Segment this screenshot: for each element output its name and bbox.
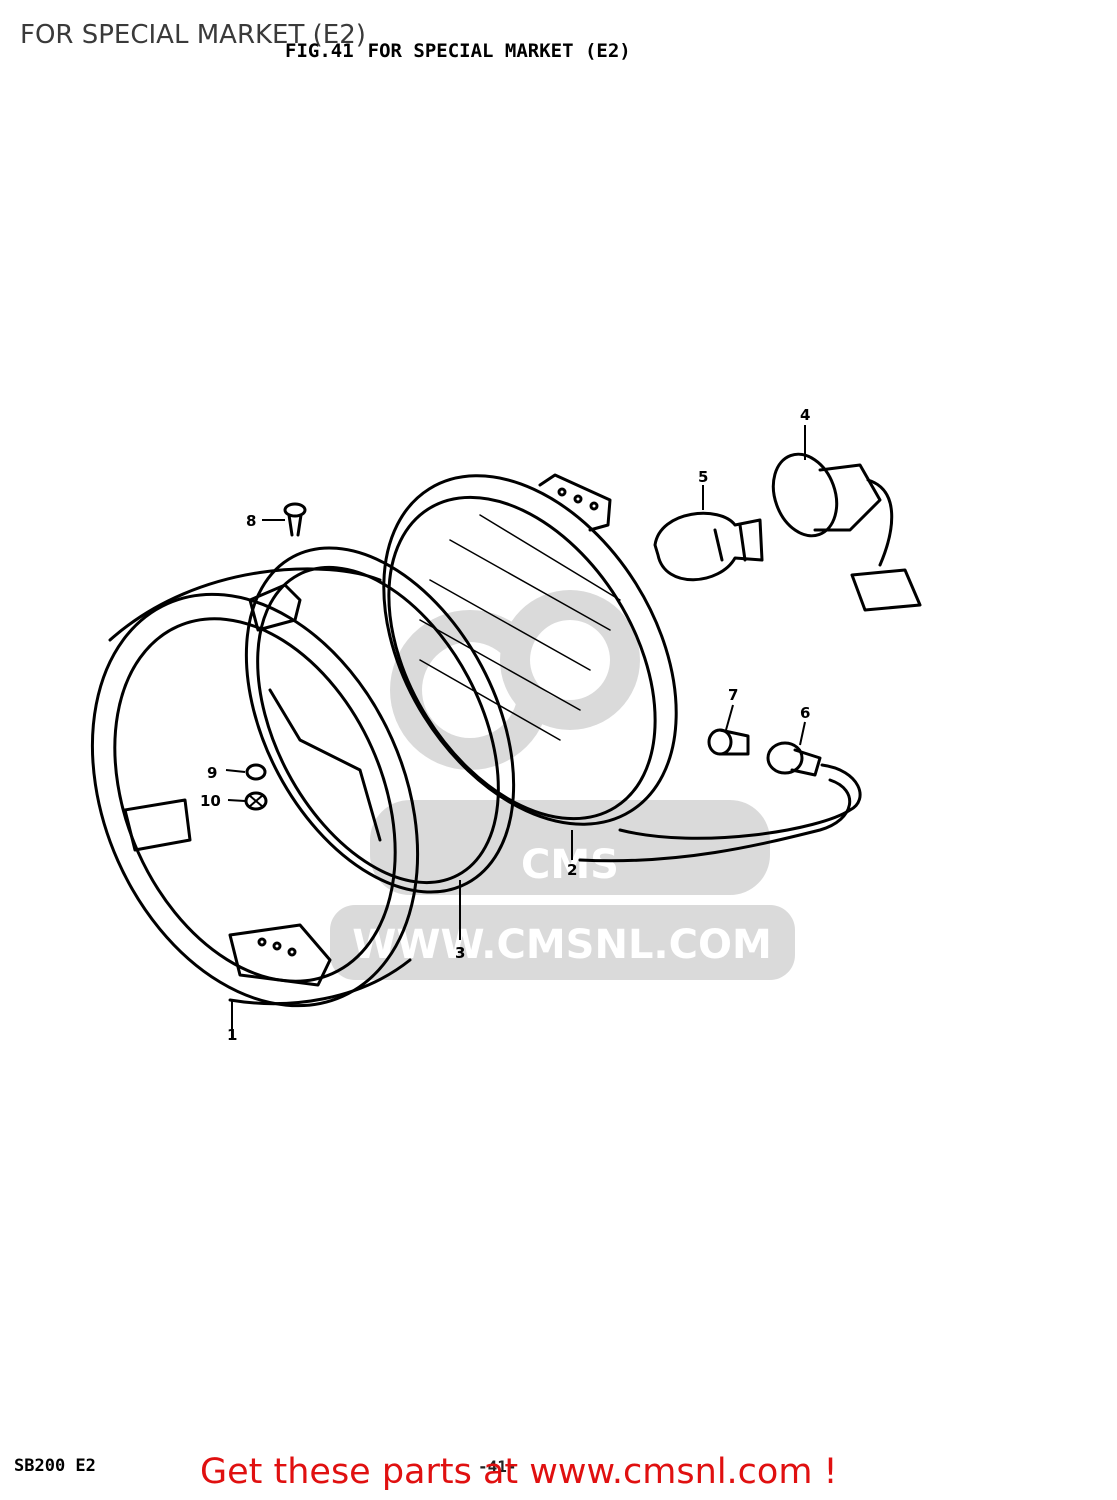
model-code: SB200 E2 [14,1456,96,1476]
callout-5: 5 [698,468,708,486]
callout-2: 2 [567,861,577,879]
callout-10: 10 [200,792,221,810]
nut [245,763,267,781]
watermark-url: WWW.CMSNL.COM [352,922,772,968]
headlight-bulb [653,511,764,582]
rim-screw [283,502,307,537]
callout-9: 9 [207,764,217,782]
figure-title-text: FOR SPECIAL MARKET (E2) [367,40,631,62]
callout-leaders [225,425,806,1040]
callout-7: 7 [728,686,738,704]
callout-1: 1 [227,1026,237,1044]
watermark-logo-text: CMS [521,842,619,888]
page-number: -41- [478,1457,517,1476]
overlay-title: FOR SPECIAL MARKET (E2) [20,20,366,50]
figure-label: FIG.41 [285,40,354,62]
cmsnl-watermark: CMS WWW.CMSNL.COM [330,590,795,980]
pilot-bulb [707,728,750,756]
watermark-logo-icon [370,590,770,895]
callout-labels: 1 2 3 4 5 6 7 8 9 10 [200,406,810,1044]
callout-6: 6 [800,704,810,722]
callout-8: 8 [246,512,256,530]
callout-4: 4 [800,406,810,424]
sealed-beam-unit [382,473,678,826]
pilot-lamp-socket [578,741,862,863]
figure-title: FIG.41 FOR SPECIAL MARKET (E2) [285,40,631,62]
callout-3: 3 [455,944,465,962]
cta-link[interactable]: Get these parts at www.cmsnl.com ! [200,1452,838,1492]
washer [244,791,268,811]
bulb-socket [771,452,922,612]
headlamp-case [244,546,516,894]
